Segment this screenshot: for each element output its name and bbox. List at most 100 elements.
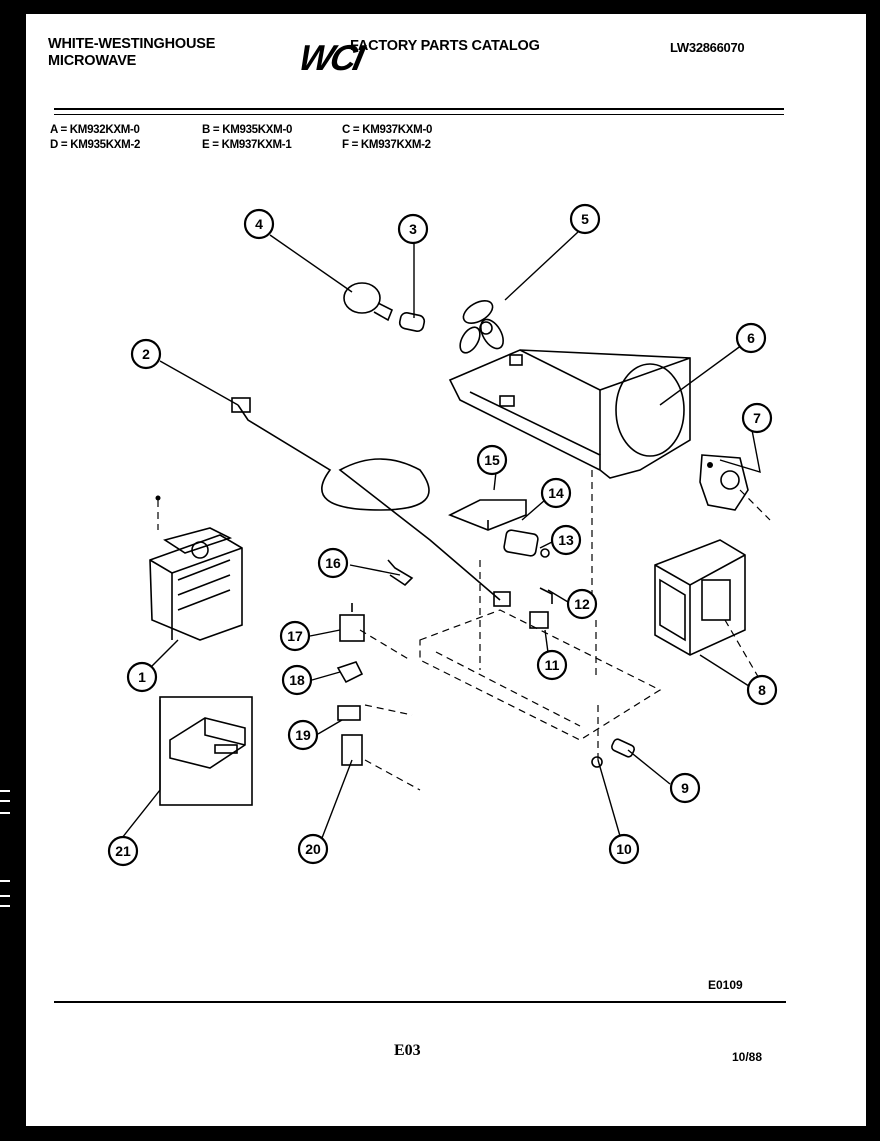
lamp-socket bbox=[398, 311, 426, 333]
callout-15: 15 bbox=[476, 444, 508, 476]
leader-line bbox=[627, 749, 671, 785]
capacitor-screw bbox=[540, 548, 550, 558]
callout-number: 14 bbox=[548, 485, 564, 501]
leader-line bbox=[547, 589, 569, 603]
callout-7: 7 bbox=[741, 402, 773, 434]
scan-edge-mark bbox=[0, 812, 10, 814]
callout-11: 11 bbox=[536, 649, 568, 681]
callout-5: 5 bbox=[569, 203, 601, 235]
wci-logo: WCI bbox=[295, 37, 368, 78]
callout-1: 1 bbox=[126, 661, 158, 693]
leader-line bbox=[493, 471, 497, 491]
callout-21: 21 bbox=[107, 835, 139, 867]
callout-number: 16 bbox=[325, 555, 341, 571]
revision-date: 10/88 bbox=[732, 1050, 763, 1064]
assembly-line bbox=[724, 619, 761, 681]
callout-9: 9 bbox=[669, 772, 701, 804]
capacitor-bracket bbox=[448, 499, 527, 531]
callout-14: 14 bbox=[540, 477, 572, 509]
callout-number: 3 bbox=[409, 221, 417, 237]
callout-20: 20 bbox=[297, 833, 329, 865]
callout-number: 15 bbox=[484, 452, 500, 468]
scan-edge-mark bbox=[0, 800, 10, 802]
page-code: E03 bbox=[394, 1042, 421, 1059]
wire-clip bbox=[387, 559, 414, 587]
callout-number: 1 bbox=[138, 669, 146, 685]
callout-number: 17 bbox=[287, 628, 303, 644]
base-screw bbox=[591, 756, 603, 768]
scan-edge-mark bbox=[0, 895, 10, 897]
callout-number: 11 bbox=[545, 657, 560, 673]
callout-number: 7 bbox=[753, 410, 761, 426]
assembly-lines bbox=[157, 470, 771, 791]
leader-line bbox=[311, 671, 341, 681]
model-entry: F = KM937KXM-2 bbox=[342, 139, 431, 151]
callout-number: 5 bbox=[581, 211, 589, 227]
product-type: MICROWAVE bbox=[48, 53, 137, 69]
model-entry: D = KM935KXM-2 bbox=[50, 139, 141, 151]
leader-line bbox=[149, 639, 179, 669]
callout-19: 19 bbox=[287, 719, 319, 751]
leader-line bbox=[121, 700, 161, 839]
base-plate bbox=[419, 609, 662, 741]
model-entry: B = KM935KXM-0 bbox=[202, 124, 293, 136]
callout-number: 10 bbox=[616, 841, 632, 857]
leader-line bbox=[719, 429, 761, 474]
leader-line bbox=[321, 759, 353, 839]
model-entry: A = KM932KXM-0 bbox=[50, 124, 140, 136]
callout-3: 3 bbox=[397, 213, 429, 245]
leader-line bbox=[521, 499, 546, 521]
door-switch-lower bbox=[341, 734, 363, 766]
callout-8: 8 bbox=[746, 674, 778, 706]
callout-number: 20 bbox=[305, 841, 321, 857]
monitor-switch bbox=[336, 661, 364, 684]
door-switch-upper bbox=[339, 603, 365, 642]
door-switch-middle bbox=[337, 705, 361, 721]
terminal bbox=[539, 587, 553, 604]
assembly-line bbox=[364, 759, 421, 791]
control-panel-box bbox=[159, 696, 253, 806]
fan-motor bbox=[699, 454, 749, 511]
capacitor bbox=[503, 529, 539, 557]
document-code: LW32866070 bbox=[670, 40, 745, 55]
callout-17: 17 bbox=[279, 620, 311, 652]
assembly-line bbox=[364, 704, 413, 716]
callout-number: 21 bbox=[115, 843, 131, 859]
brand-name: WHITE-WESTINGHOUSE bbox=[48, 36, 216, 52]
magnetron bbox=[149, 495, 243, 641]
leader-line bbox=[659, 344, 743, 406]
scan-edge-mark bbox=[0, 880, 10, 882]
header-rule bbox=[54, 108, 784, 110]
callout-10: 10 bbox=[608, 833, 640, 865]
callout-number: 6 bbox=[747, 330, 755, 346]
model-entry: E = KM937KXM-1 bbox=[202, 139, 292, 151]
lamp-bulb bbox=[343, 282, 394, 322]
assembly-line bbox=[359, 629, 411, 661]
fan-blade bbox=[459, 300, 504, 354]
leader-line bbox=[349, 564, 401, 576]
leader-line bbox=[159, 360, 239, 406]
callout-number: 9 bbox=[681, 780, 689, 796]
callout-16: 16 bbox=[317, 547, 349, 579]
callout-number: 8 bbox=[758, 682, 766, 698]
callout-18: 18 bbox=[281, 664, 313, 696]
model-list: A = KM932KXM-0 B = KM935KXM-0 C = KM937K… bbox=[50, 123, 482, 153]
callout-number: 4 bbox=[255, 216, 263, 232]
callout-12: 12 bbox=[566, 588, 598, 620]
power-cord bbox=[231, 397, 511, 607]
callout-number: 13 bbox=[558, 532, 574, 548]
leader-line bbox=[309, 629, 341, 637]
callout-number: 12 bbox=[574, 596, 590, 612]
leader-line bbox=[269, 234, 353, 293]
callout-6: 6 bbox=[735, 322, 767, 354]
leader-line bbox=[699, 654, 753, 689]
scan-edge-mark bbox=[0, 790, 10, 792]
callout-number: 2 bbox=[142, 346, 150, 362]
callout-number: 19 bbox=[295, 727, 311, 743]
callout-4: 4 bbox=[243, 208, 275, 240]
brand-block: WHITE-WESTINGHOUSE MICROWAVE bbox=[48, 36, 215, 70]
chassis-bracket bbox=[448, 349, 691, 479]
high-voltage-transformer bbox=[654, 539, 746, 656]
